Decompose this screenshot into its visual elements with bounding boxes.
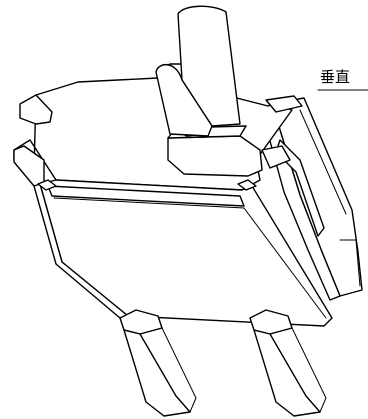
pin-right-edge bbox=[269, 327, 327, 413]
actuator-lever-cap bbox=[177, 5, 241, 127]
corner-post-right bbox=[237, 179, 257, 191]
pin-right-shaft bbox=[253, 329, 321, 417]
side-bracket-detail bbox=[299, 109, 361, 287]
left-ear bbox=[19, 94, 53, 125]
corner-post-left bbox=[37, 179, 57, 191]
actuator-lever-front bbox=[155, 64, 213, 137]
pin-left-edge bbox=[139, 327, 197, 413]
actuator-base bbox=[167, 135, 263, 177]
callout: 垂直 bbox=[317, 68, 368, 91]
callout-label: 垂直 bbox=[320, 68, 350, 86]
front-groove bbox=[47, 185, 245, 207]
terminal-pin-right bbox=[249, 309, 327, 417]
terminal-pin-left bbox=[119, 309, 197, 417]
right-pillar-lower bbox=[261, 145, 291, 169]
pin-left-shaft bbox=[123, 329, 191, 417]
right-pillar bbox=[265, 95, 303, 113]
front-groove-inner bbox=[53, 197, 327, 319]
